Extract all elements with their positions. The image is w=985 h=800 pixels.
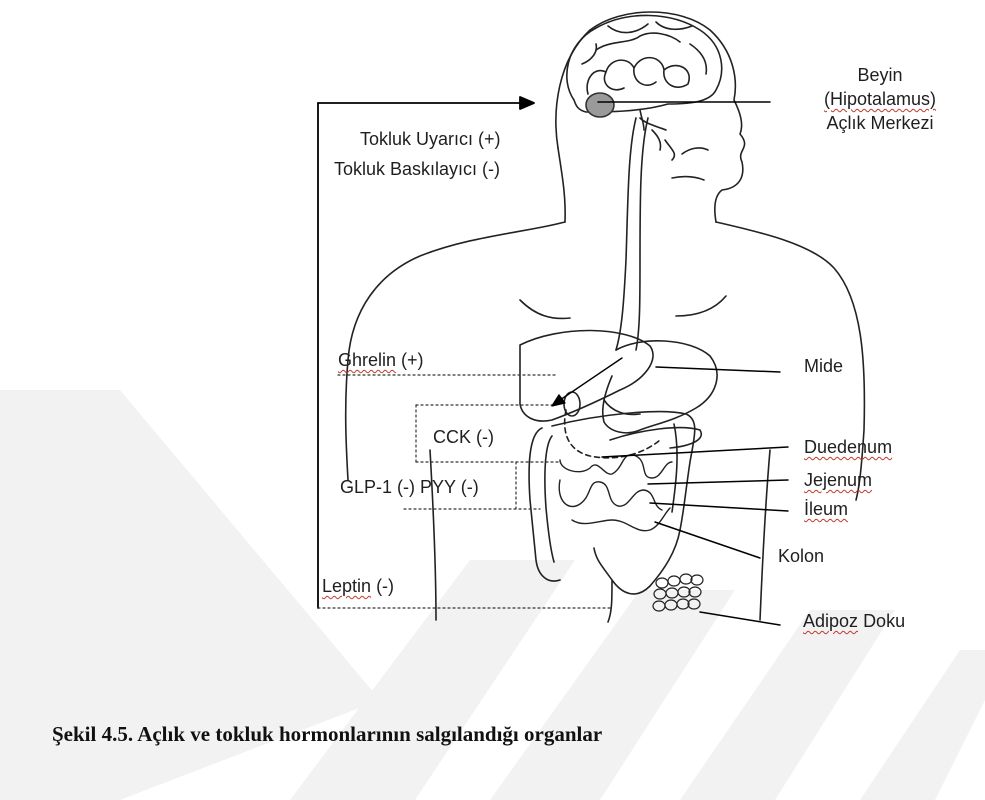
ghrelin-sign: (+) <box>401 350 424 370</box>
brain-label-center: Açlık Merkezi <box>805 112 955 134</box>
brain-label-name: Beyin <box>805 64 955 86</box>
face-detail <box>665 140 708 180</box>
ileum-label: İleum <box>804 498 848 520</box>
duodenum-label: Duedenum <box>804 436 892 458</box>
colon-label: Kolon <box>778 545 824 567</box>
jejunum-label: Jejenum <box>804 469 872 491</box>
satiety-stimulator-label: Tokluk Uyarıcı (+) <box>360 128 501 150</box>
ghrelin-label: Ghrelin (+) <box>338 349 424 371</box>
tissue-word: Doku <box>863 611 905 631</box>
stomach-label: Mide <box>804 355 843 377</box>
figure-caption: Şekil 4.5. Açlık ve tokluk hormonlarının… <box>52 722 602 747</box>
satiety-suppressor-label: Tokluk Baskılayıcı (-) <box>334 158 500 180</box>
colon-illustration <box>529 412 695 622</box>
ghrelin-name: Ghrelin <box>338 350 396 370</box>
small-intestine-illustration <box>559 455 672 531</box>
leptin-name: Leptin <box>322 576 371 596</box>
pointer-lines <box>598 102 788 625</box>
brain-illustration <box>567 15 722 130</box>
adipose-label: Adipoz Doku <box>803 610 905 632</box>
ghrelin-arrow <box>552 358 622 406</box>
stomach-illustration <box>603 341 717 433</box>
adipose-tissue-illustration <box>653 574 703 611</box>
esophagus-illustration <box>616 118 666 350</box>
duodenum-illustration <box>565 410 660 458</box>
leptin-sign: (-) <box>376 576 394 596</box>
leptin-label: Leptin (-) <box>322 575 394 597</box>
pancreas-illustration <box>610 428 701 448</box>
cck-label: CCK (-) <box>433 426 494 448</box>
adipose-word: Adipoz <box>803 611 858 631</box>
brain-label-region: (Hipotalamus) <box>805 88 955 110</box>
brain-label: Beyin (Hipotalamus) Açlık Merkezi <box>805 64 955 134</box>
glp-pyy-label: GLP-1 (-) PYY (-) <box>340 476 479 498</box>
